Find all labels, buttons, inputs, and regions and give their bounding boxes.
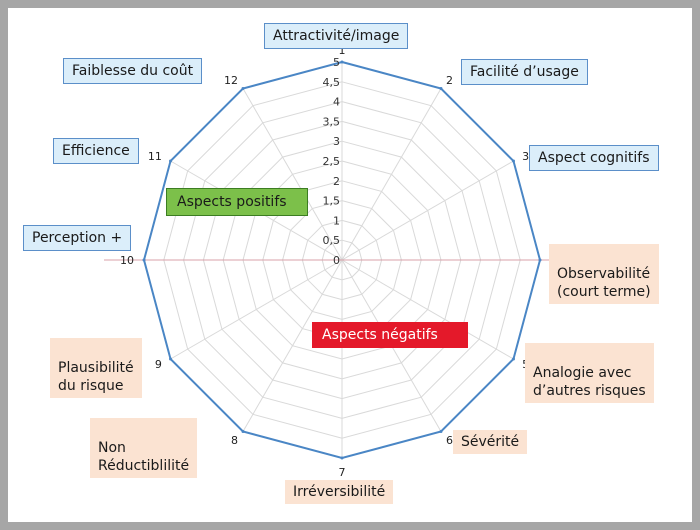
axis-number-7: 7 [339,466,346,479]
tick-label-10: 5 [333,56,340,69]
axis-label-12: Faiblesse du coût [63,58,203,84]
spoke-3 [341,160,514,261]
radar-chart: 00,511,522,533,544,55123456789101112 [104,44,557,479]
axis-number-6: 6 [446,434,453,447]
axis-number-11: 11 [148,150,162,163]
axis-label-3: Aspect cognitifs [529,145,659,171]
series-point-8 [241,429,245,433]
negative-aspects-tag: Aspects négatifs [312,322,468,348]
series-point-3 [511,159,515,163]
tick-label-9: 4,5 [323,76,341,89]
tick-label-5: 2,5 [323,155,341,168]
axis-number-2: 2 [446,74,453,87]
series-point-12 [241,87,245,91]
positive-aspects-tag: Aspects positifs [166,188,308,216]
tick-label-6: 3 [333,135,340,148]
axis-number-8: 8 [231,434,238,447]
axis-number-10: 10 [120,254,134,267]
spoke-12 [242,88,343,261]
tick-label-8: 4 [333,96,340,109]
series-point-5 [511,357,515,361]
series-point-1 [340,60,344,64]
axis-label-6: Sévérité [453,430,528,454]
series-point-7 [340,456,344,460]
series-point-11 [169,159,173,163]
axis-label-8: Non Réductiblilité [90,418,198,478]
axis-number-9: 9 [155,358,162,371]
axis-label-2: Facilité d’usage [461,59,588,85]
series-point-10 [142,258,146,262]
tick-label-3: 1,5 [323,195,341,208]
spoke-2 [341,88,442,261]
tick-label-0: 0 [333,254,340,267]
spoke-5 [341,259,514,360]
chart-frame: 00,511,522,533,544,55123456789101112 Att… [8,8,692,522]
tick-label-2: 1 [333,214,340,227]
axis-number-1: 1 [339,44,346,57]
axis-label-4: Observabilité (court terme) [549,244,659,304]
series-point-6 [439,429,443,433]
axis-label-11: Efficience [53,138,139,164]
tick-label-1: 0,5 [323,234,341,247]
axis-number-3: 3 [522,150,529,163]
axis-label-1: Attractivité/image [264,23,409,49]
axis-label-5: Analogie avec d’autres risques [525,343,654,403]
spoke-9 [170,259,343,360]
series-point-2 [439,87,443,91]
axis-label-7: Irréversibilité [285,480,394,504]
spoke-8 [242,259,343,432]
series-point-9 [169,357,173,361]
axis-label-10: Perception + [23,225,132,251]
axis-number-12: 12 [224,74,238,87]
tick-label-7: 3,5 [323,115,341,128]
series-point-4 [538,258,542,262]
tick-label-4: 2 [333,175,340,188]
axis-label-9: Plausibilité du risque [50,338,142,398]
